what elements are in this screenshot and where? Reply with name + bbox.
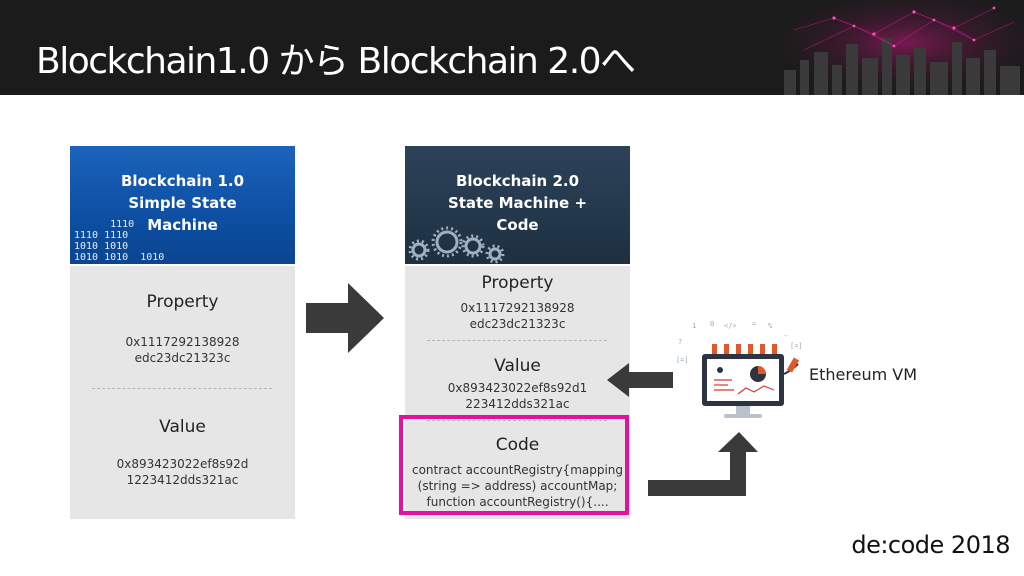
- blockchain2-body: Property 0x1117292138928 edc23dc21323c V…: [405, 266, 630, 519]
- divider: [92, 388, 272, 389]
- svg-text:_: _: [784, 328, 789, 336]
- elbow-arrow-icon: [648, 432, 758, 496]
- slide-header: Blockchain1.0 から Blockchain 2.0へ: [0, 0, 1024, 95]
- value-value: 0x893423022ef8s92d1 223412dds321ac: [447, 381, 588, 411]
- slide-title: Blockchain1.0 から Blockchain 2.0へ: [36, 41, 636, 82]
- ethereum-vm-label: Ethereum VM: [809, 365, 917, 384]
- value-label: Value: [494, 356, 541, 376]
- property-label: Property: [481, 273, 554, 293]
- city-network-decoration: [764, 0, 1024, 95]
- svg-text:[=]: [=]: [790, 342, 803, 350]
- blockchain2-header: Blockchain 2.0 State Machine + Code: [405, 146, 630, 264]
- event-signature: de:code 2018: [851, 531, 1010, 559]
- blockchain1-heading: Blockchain 1.0 Simple State Machine: [120, 172, 245, 234]
- svg-text:%: %: [768, 322, 773, 330]
- ethereum-vm-monitor-icon: 1 0 </> =% _ ? [=] [=]: [676, 320, 803, 418]
- svg-text:1: 1: [692, 322, 696, 330]
- gears-icon: [408, 226, 505, 264]
- property-value: 0x1117292138928 edc23dc21323c: [125, 335, 240, 365]
- divider: [427, 340, 607, 341]
- code-highlight-box: [399, 415, 629, 515]
- blockchain1-header: Blockchain 1.0 Simple State Machine 1110…: [70, 146, 295, 264]
- binary-digits-decoration: 1110 1110 1110 1010 1010 1010 1010 1010: [74, 219, 165, 263]
- divider: [427, 420, 607, 421]
- right-arrow-icon: [306, 283, 384, 353]
- svg-text:</>: </>: [724, 322, 737, 330]
- code-value: contract accountRegistry{mapping (string…: [411, 463, 624, 509]
- property-value: 0x1117292138928 edc23dc21323c: [460, 301, 575, 331]
- blockchain2-column: Blockchain 2.0 State Machine + Code Prop…: [405, 146, 630, 519]
- svg-text:[=]: [=]: [676, 356, 689, 364]
- svg-text:0: 0: [710, 320, 714, 328]
- blockchain1-body: Property 0x1117292138928 edc23dc21323c V…: [70, 266, 295, 519]
- svg-text:?: ?: [678, 338, 682, 346]
- left-arrow-icon: [607, 363, 673, 397]
- value-value: 0x893423022ef8s92d 1223412dds321ac: [116, 457, 249, 487]
- svg-text:=: =: [752, 320, 756, 328]
- property-label: Property: [146, 292, 219, 312]
- blockchain1-column: Blockchain 1.0 Simple State Machine 1110…: [70, 146, 295, 519]
- code-label: Code: [495, 435, 540, 455]
- value-label: Value: [159, 417, 206, 437]
- blockchain2-heading: Blockchain 2.0 State Machine + Code: [447, 172, 588, 234]
